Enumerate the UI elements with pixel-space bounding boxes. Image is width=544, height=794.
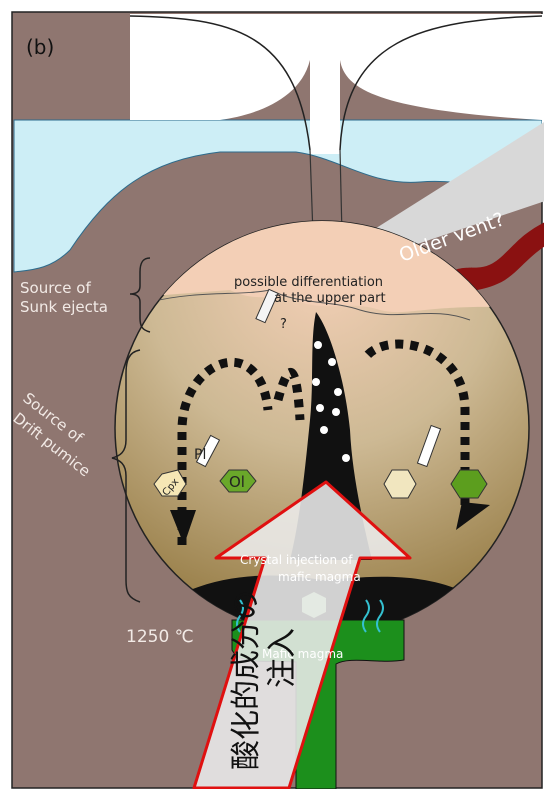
bubble <box>312 378 320 386</box>
panel-label: (b) <box>26 35 54 59</box>
label-source-sunk-2: Sunk ejecta <box>20 298 108 316</box>
bubble <box>314 341 322 349</box>
bubble <box>328 358 336 366</box>
bubble <box>334 388 342 396</box>
bubble <box>320 426 328 434</box>
label-pl: Pl <box>194 447 206 463</box>
label-ol: Ol <box>229 473 245 491</box>
bubble <box>342 454 350 462</box>
annotation-line-2: 注入 <box>265 628 300 688</box>
label-source-sunk-1: Source of <box>20 279 91 297</box>
label-question: ? <box>280 317 287 332</box>
label-differentiation-2: at the upper part <box>274 291 386 306</box>
label-injection-2: mafic magma <box>278 570 361 584</box>
bubble <box>316 404 324 412</box>
label-temperature: 1250 ℃ <box>126 627 194 647</box>
label-differentiation-1: possible differentiation <box>234 275 383 290</box>
label-injection-1: Crystal injection of <box>240 553 353 567</box>
annotation-line-1: 酸化的成分の <box>229 590 264 770</box>
bubble <box>332 408 340 416</box>
